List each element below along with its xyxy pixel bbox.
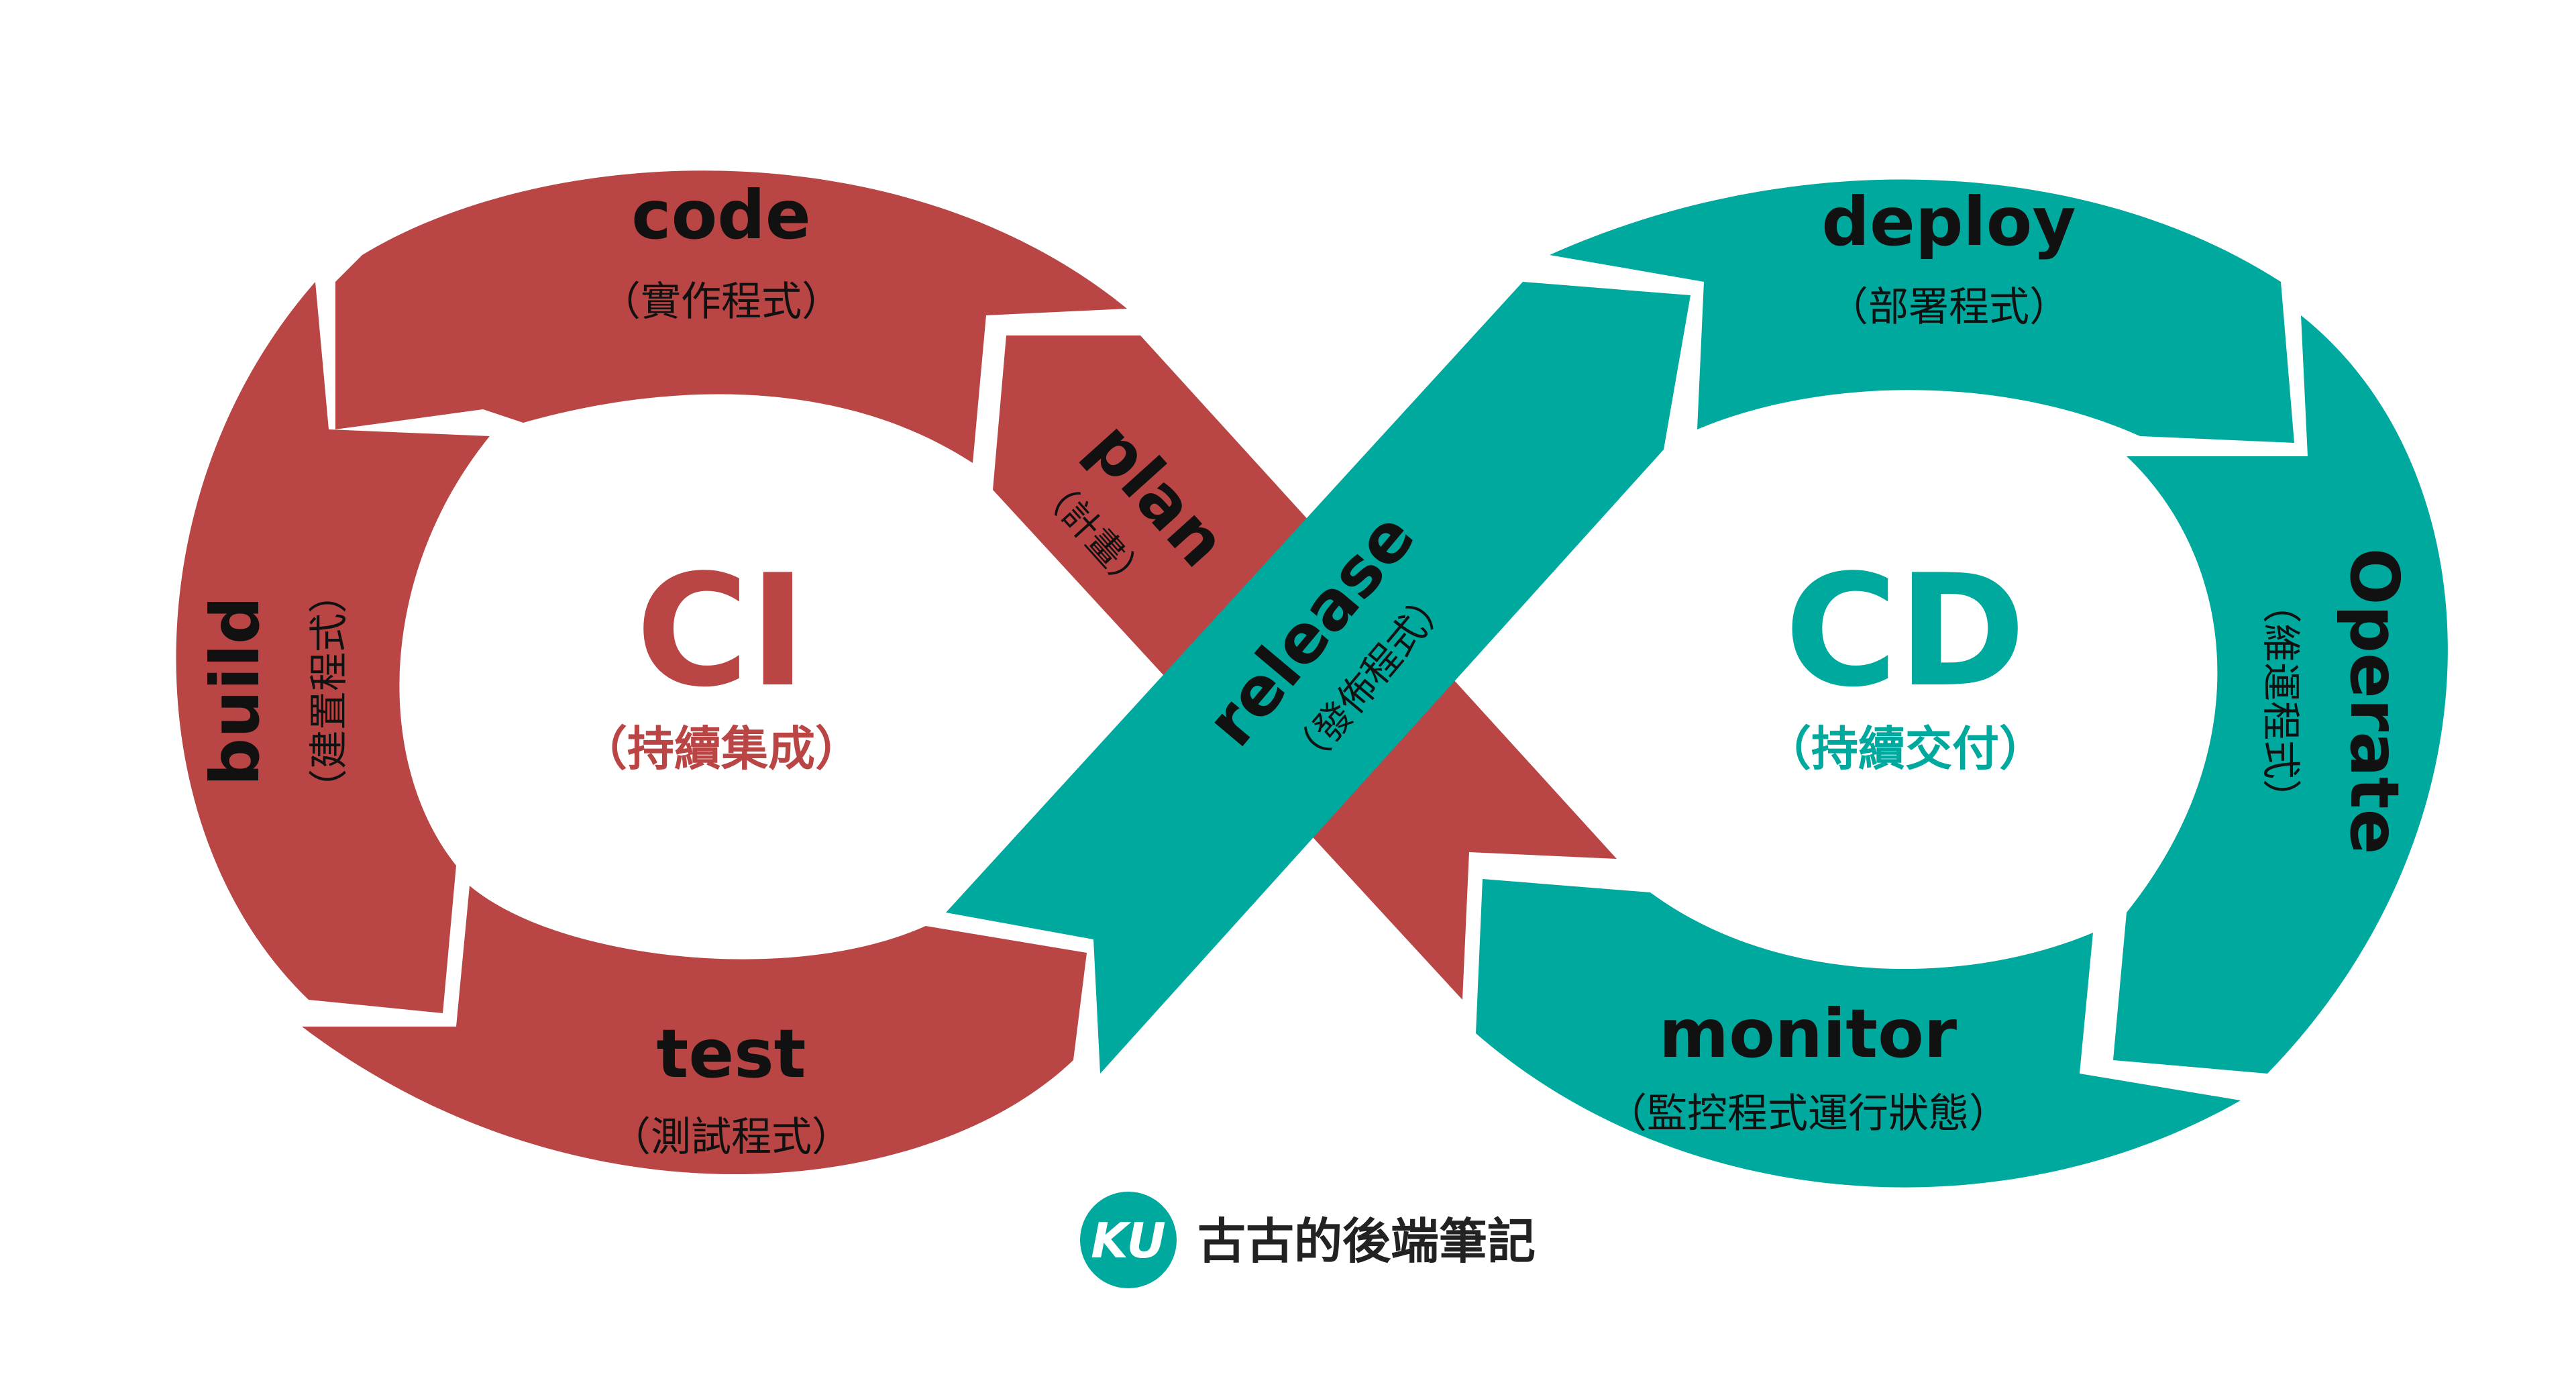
brand-logo-text: KU xyxy=(1091,1212,1166,1269)
stage-label-operate: Operate xyxy=(2335,548,2414,855)
stage-sublabel-operate: （維運程式） xyxy=(2258,584,2304,818)
build-label-group: build （建置程式） xyxy=(196,574,352,808)
ku-logo-icon xyxy=(1080,1192,1177,1288)
ci-subtitle: （持續集成） xyxy=(580,721,862,776)
operate-arrow xyxy=(2113,315,2448,1074)
release-arrow xyxy=(946,282,1690,1074)
stage-sublabel-deploy: （部署程式） xyxy=(1828,284,2070,331)
stage-label-test: test xyxy=(657,1015,806,1093)
stage-label-code: code xyxy=(631,176,810,254)
stage-label-build: build xyxy=(196,597,274,786)
ci-title: CI xyxy=(636,542,806,721)
stage-sublabel-monitor: （監控程式運行狀態） xyxy=(1607,1090,2009,1137)
deploy-arrow xyxy=(1550,179,2294,443)
operate-label-group: Operate （維運程式） xyxy=(2258,548,2414,855)
code-arrow xyxy=(335,170,1127,464)
stage-sublabel-code: （實作程式） xyxy=(600,278,842,325)
brand-name: 古古的後端筆記 xyxy=(1197,1213,1536,1270)
build-arrow xyxy=(176,282,490,1013)
monitor-arrow xyxy=(1476,879,2241,1188)
brand: KU 古古的後端筆記 xyxy=(1080,1192,1536,1288)
cd-subtitle: （持續交付） xyxy=(1764,721,2046,776)
stage-sublabel-build: （建置程式） xyxy=(306,574,352,808)
cd-title: CD xyxy=(1784,542,2026,721)
stage-sublabel-test: （測試程式） xyxy=(610,1114,852,1161)
stage-label-monitor: monitor xyxy=(1659,994,1957,1073)
stage-label-deploy: deploy xyxy=(1821,183,2076,261)
test-arrow xyxy=(302,886,1087,1174)
cd-loop xyxy=(946,179,2448,1188)
